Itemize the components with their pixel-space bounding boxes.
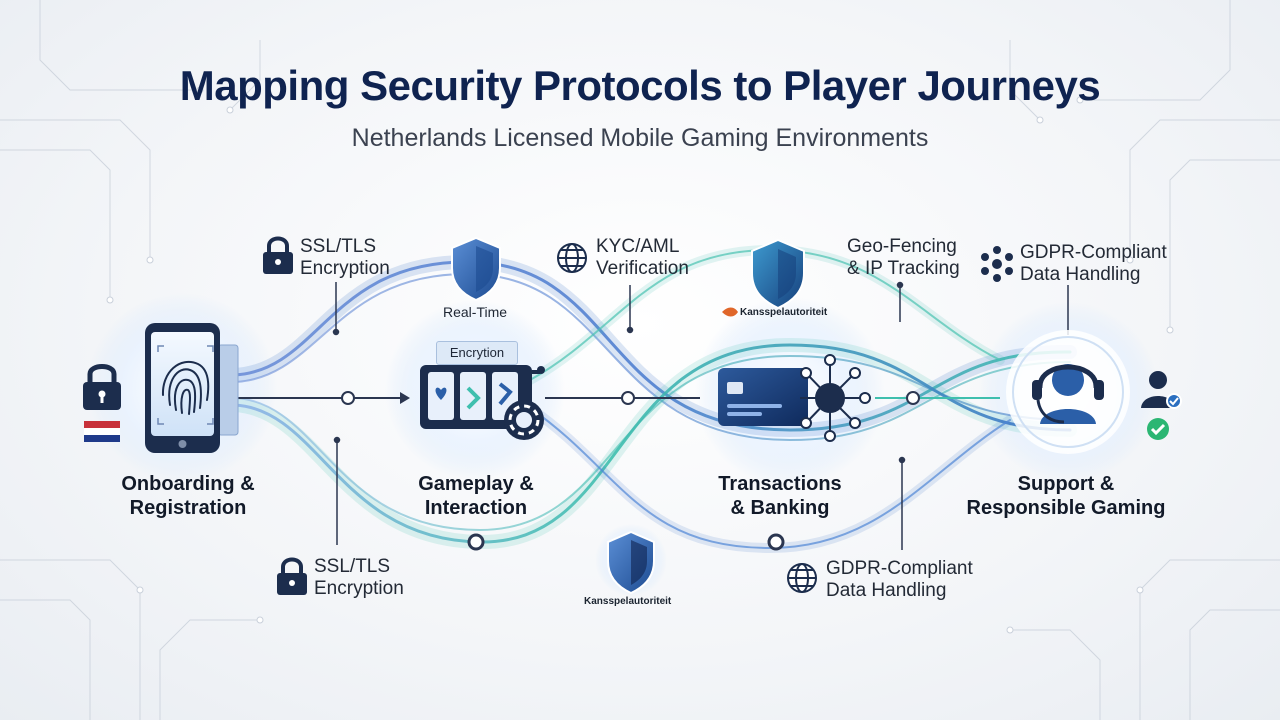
- protocol-gdpr-bottom: GDPR-Compliant Data Handling: [826, 558, 973, 601]
- stage-gameplay: Gameplay & Interaction: [418, 473, 534, 519]
- stage-transactions: Transactions & Banking: [718, 473, 842, 519]
- journey-line: [235, 391, 1000, 551]
- stream-node: [767, 533, 785, 551]
- dutch-flag-icon: [84, 421, 120, 442]
- journey-node: [621, 391, 635, 405]
- lock-icon: [83, 364, 121, 410]
- callout-leaders: [332, 281, 1069, 550]
- journey-node: [906, 391, 920, 405]
- credit-card-icon: [718, 368, 808, 426]
- user-check-icon: [1141, 371, 1182, 409]
- shield-icon: [595, 524, 667, 596]
- stage-onboarding: Onboarding & Registration: [121, 473, 255, 519]
- slot-machine-icon: [420, 365, 545, 429]
- journey-node: [341, 391, 355, 405]
- arrow-head: [400, 392, 410, 404]
- encryption-chip: Encrytion: [436, 341, 518, 365]
- protocol-gdpr-top: GDPR-Compliant Data Handling: [1020, 242, 1167, 285]
- fingerprint-icon: [161, 361, 210, 415]
- shield-icon: [751, 238, 805, 310]
- shield-icon: [451, 236, 501, 302]
- lock-icon: [277, 557, 307, 595]
- chip-icon: [504, 400, 544, 440]
- realtime-label: Real-Time: [443, 304, 508, 320]
- globe-icon: [787, 563, 817, 593]
- stage-support: Support & Responsible Gaming: [966, 473, 1166, 519]
- phone-icon: [145, 323, 239, 453]
- stream-node: [467, 533, 485, 551]
- headset-agent-icon: [1006, 330, 1130, 454]
- page-title: Mapping Security Protocols to Player Jou…: [179, 62, 1101, 109]
- regulator-logo-mark: [722, 307, 738, 317]
- nodes-icon: [981, 246, 1013, 282]
- scan-frame: [157, 345, 214, 425]
- circuit-nodes: [106, 86, 1174, 634]
- lock-icon: [263, 236, 293, 274]
- check-icon: [1147, 418, 1169, 440]
- protocol-ssl-top: SSL/TLS Encryption: [300, 236, 390, 279]
- regulator-label-top: Kansspelautoriteit: [740, 307, 828, 318]
- protocol-kyc: KYC/AML Verification: [596, 236, 689, 279]
- network-hub-icon: [800, 354, 871, 442]
- globe-icon: [557, 243, 587, 273]
- page-subtitle: Netherlands Licensed Mobile Gaming Envir…: [351, 124, 929, 152]
- regulator-label-bottom: Kansspelautoriteit: [584, 596, 672, 607]
- protocol-geo: Geo-Fencing & IP Tracking: [847, 236, 960, 279]
- protocol-ssl-bottom: SSL/TLS Encryption: [314, 556, 404, 599]
